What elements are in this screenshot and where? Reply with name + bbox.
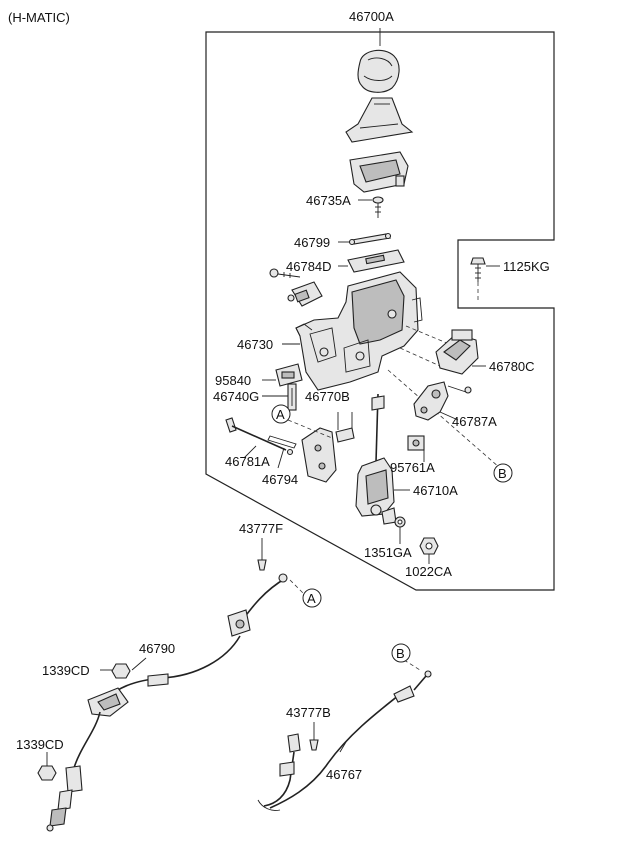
ref-b-circle-lower: B — [391, 643, 411, 663]
label-46700a: 46700A — [349, 9, 394, 24]
ref-a-upper: A — [276, 407, 285, 422]
nut-1022ca — [419, 537, 439, 555]
label-43777f: 43777F — [239, 521, 283, 536]
ref-a-lower: A — [307, 591, 316, 606]
shift-knob — [357, 49, 400, 93]
label-46710a: 46710A — [413, 483, 458, 498]
bracket-plate — [301, 427, 337, 483]
ref-b-lower: B — [396, 646, 405, 661]
clip-46770b — [335, 412, 355, 443]
assembly-frame — [205, 31, 555, 591]
label-46799: 46799 — [294, 235, 330, 250]
label-46740g: 46740G — [213, 389, 259, 404]
nut-1339cd-lower — [37, 765, 57, 781]
label-46730: 46730 — [237, 337, 273, 352]
screw-46735a — [372, 196, 384, 218]
label-1125kg: 1125KG — [503, 259, 550, 274]
shift-lever-46710a — [355, 393, 397, 525]
shift-lever-bracket — [295, 271, 423, 391]
solenoid-unit — [287, 281, 323, 307]
label-46781a: 46781A — [225, 454, 270, 469]
plate-46784d — [347, 249, 405, 273]
ref-b-circle-upper: B — [493, 463, 513, 483]
bolt-1125kg — [470, 257, 486, 282]
cable-46767 — [257, 670, 432, 811]
ref-b-upper: B — [498, 466, 507, 481]
label-1339cd-lower: 1339CD — [16, 737, 64, 752]
ref-a-circle-lower: A — [302, 588, 322, 608]
bolt-46787a — [447, 385, 472, 394]
label-95761a: 95761A — [390, 460, 435, 475]
label-1351ga: 1351GA — [364, 545, 412, 560]
label-46794: 46794 — [262, 472, 298, 487]
clip-46794 — [267, 435, 297, 449]
diagram-title: (H-MATIC) — [8, 10, 70, 25]
shift-boot — [345, 97, 414, 143]
label-1339cd-upper: 1339CD — [42, 663, 90, 678]
spring-46799 — [348, 232, 392, 246]
key-lock-unit — [275, 363, 303, 411]
detent-arm — [413, 381, 449, 421]
bracket-46780c — [435, 329, 479, 375]
pin-46781a — [225, 417, 294, 456]
washer-1351ga — [394, 516, 406, 528]
label-46784d: 46784D — [286, 259, 332, 274]
label-46790: 46790 — [139, 641, 175, 656]
clip-43777b — [309, 722, 319, 751]
switch-95761a — [407, 435, 425, 451]
indicator-bezel — [349, 151, 409, 193]
cable-46790 — [46, 538, 288, 832]
label-95840: 95840 — [215, 373, 251, 388]
ref-a-circle-upper: A — [271, 404, 291, 424]
label-46735a: 46735A — [306, 193, 351, 208]
label-43777b: 43777B — [286, 705, 331, 720]
label-46767: 46767 — [326, 767, 362, 782]
label-46787a: 46787A — [452, 414, 497, 429]
label-1022ca: 1022CA — [405, 564, 452, 579]
label-46780c: 46780C — [489, 359, 535, 374]
nut-1339cd-upper — [111, 663, 131, 679]
bolt-left — [269, 268, 301, 278]
label-46770b: 46770B — [305, 389, 350, 404]
